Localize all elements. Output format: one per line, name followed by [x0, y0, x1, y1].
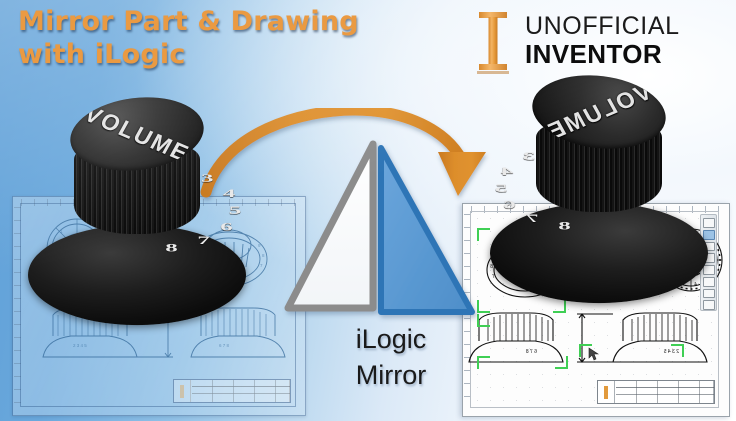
sheet-right-title-block [597, 380, 715, 404]
sheet-ruler-vertical [14, 207, 21, 403]
toolbar-icon-5[interactable] [702, 265, 715, 275]
mouse-cursor-icon [588, 347, 599, 361]
page-title: Mirror Part & Drawing with iLogic [18, 6, 359, 72]
toolbar-icon-1[interactable] [702, 218, 715, 228]
dial-number: 7 [197, 234, 210, 247]
toolbar-icon-8[interactable] [702, 300, 715, 310]
svg-text:4: 4 [694, 282, 697, 288]
dial-number: 4 [500, 165, 514, 178]
prism-triangles [284, 140, 475, 315]
dial-number: 8 [165, 241, 178, 255]
dial-number: 8 [558, 219, 571, 233]
svg-text:7: 7 [492, 274, 495, 280]
view-bracket [671, 344, 684, 357]
view-bracket [579, 344, 592, 357]
knob-cap-label: VOLUME [80, 100, 195, 167]
prism-label-line-1: iLogic [355, 324, 427, 354]
dial-number: 5 [228, 204, 242, 217]
svg-text:6 7 8: 6 7 8 [219, 343, 230, 348]
svg-text:8: 8 [490, 264, 493, 270]
prism-triangle-left [284, 140, 377, 312]
dial-number: 6 [220, 220, 233, 234]
title-block-logo-icon [180, 384, 184, 398]
volume-knob-mirrored: 2 3 4 5 6 7 8 VOLUME [490, 68, 708, 304]
knob-skirt [28, 224, 246, 326]
volume-knob-original: 2 3 4 5 6 7 8 VOLUME [28, 90, 246, 326]
view-bracket [477, 314, 490, 327]
title-block-logo-icon [604, 385, 608, 399]
svg-text:1: 1 [60, 229, 63, 234]
mirror-arrow [200, 108, 486, 198]
svg-text:2 3 4 5: 2 3 4 5 [73, 343, 87, 348]
dial-number: 7 [526, 212, 539, 225]
view-bracket [555, 356, 568, 369]
view-bracket [477, 228, 490, 241]
knob-cap-label: VOLUME [541, 78, 656, 145]
prism-label: iLogic Mirror [326, 322, 456, 393]
svg-text:6 7 8: 6 7 8 [526, 349, 537, 355]
view-bracket [477, 356, 490, 369]
brand-logo: UNOFFICIAL INVENTOR [477, 10, 680, 74]
dial-number: 6 [503, 198, 516, 212]
page-title-line-2: with iLogic [18, 38, 186, 70]
sheet-left-title-block [173, 379, 291, 403]
prism-label-line-2: Mirror [355, 359, 427, 390]
column-i-logo-icon [477, 10, 509, 74]
prism-triangle-right [378, 145, 475, 315]
svg-text:2 3 4 5: 2 3 4 5 [663, 349, 679, 355]
view-bracket [477, 300, 490, 313]
dial-number: 4 [222, 187, 236, 200]
dial-number: 3 [200, 172, 214, 185]
svg-text:8: 8 [262, 253, 265, 258]
brand-text: UNOFFICIAL INVENTOR [525, 12, 680, 70]
svg-text:9: 9 [258, 243, 261, 248]
page-title-line-1: Mirror Part & Drawing [18, 6, 359, 37]
toolbar-icon-6[interactable] [702, 276, 715, 287]
brand-line-1: UNOFFICIAL [525, 12, 680, 41]
brand-line-2: INVENTOR [525, 39, 663, 70]
view-bracket [553, 300, 566, 313]
dial-number: 5 [494, 182, 508, 195]
svg-text:7: 7 [260, 263, 263, 268]
toolbar-icon-7[interactable] [702, 288, 715, 299]
dial-number: 3 [522, 150, 536, 163]
toolbar-icon-2[interactable] [702, 229, 715, 240]
